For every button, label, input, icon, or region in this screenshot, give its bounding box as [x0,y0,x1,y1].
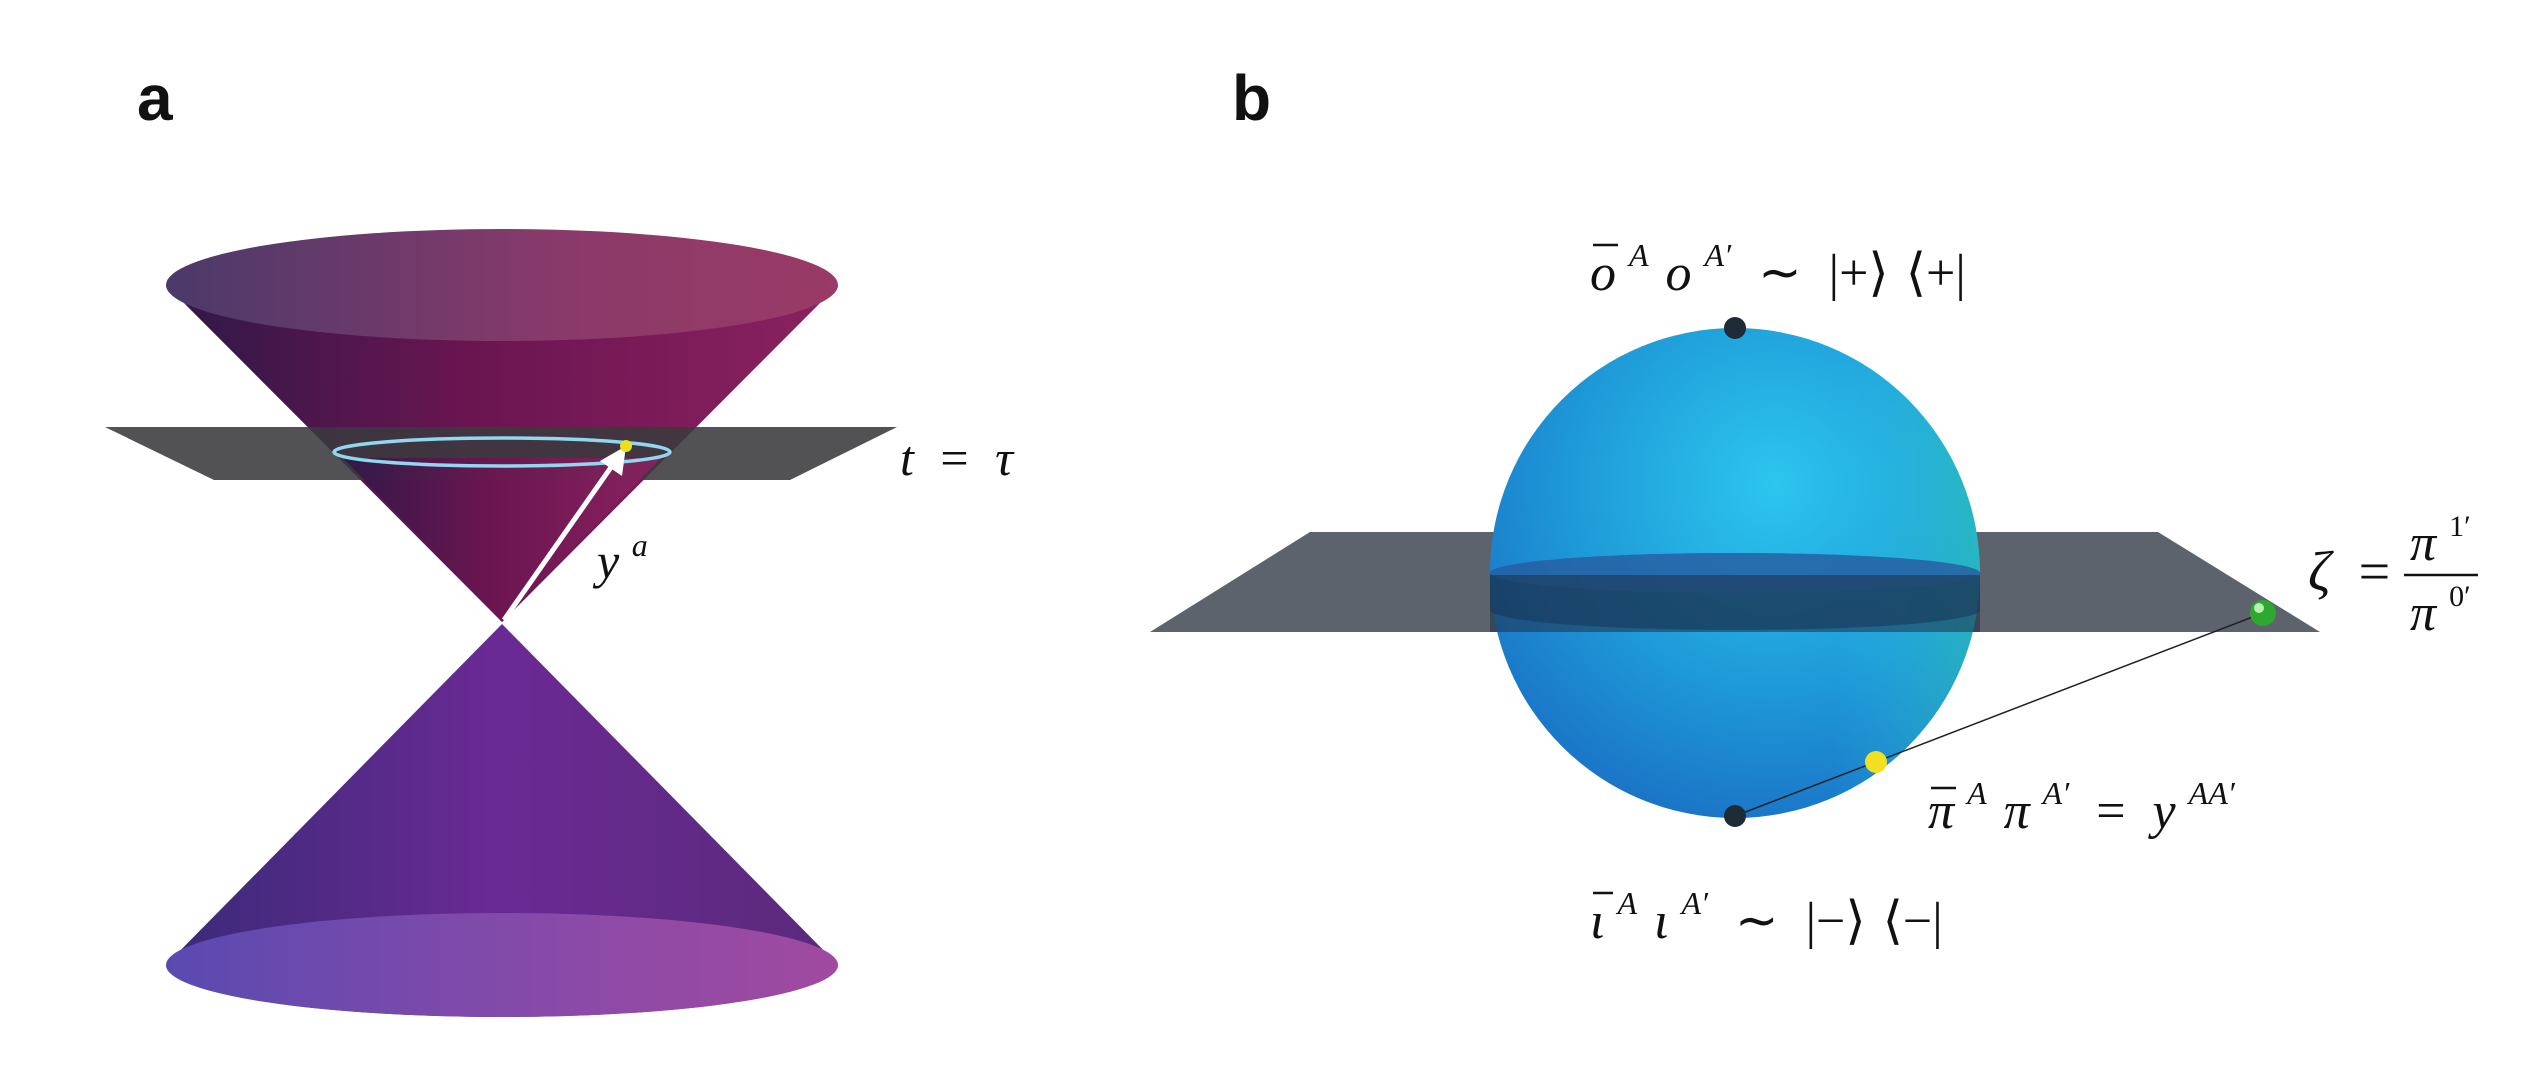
svg-text:ι A ι: ι A ι A′ ∼ |−⟩ ⟨−| [1590,869,1943,950]
intersection-circle [332,436,672,468]
vector-label: y a [592,527,648,589]
south-pole-label: ι A ι A′ ∼ |−⟩ ⟨−| [1590,869,1943,950]
svg-text:π 1′: π 1′ [2410,510,2471,572]
equatorial-plane-front [1490,575,1980,632]
vector-arrow [501,461,617,622]
state-point-label: π A π A′ = y AA′ [1928,759,2236,840]
upper-cone-top [166,229,838,341]
plane-label-tau: τ [995,430,1015,486]
panel-label-a: a [137,62,173,134]
cone-section-below-plane [343,458,661,622]
vector-arrowhead [600,446,626,476]
projected-point [2250,600,2276,626]
north-pole-point [1724,317,1746,339]
vector-label-sup: a [632,527,648,563]
plane-label-eq: = [940,430,968,486]
south-pole-point [1724,805,1746,827]
projected-point-shine [2254,603,2264,613]
state-point [1865,751,1887,773]
zeta-label: ζ = π 1′ π 0′ [2308,510,2478,642]
plane-label: t = τ [900,430,1015,486]
projection-line [1734,612,2264,817]
lower-cone-base [166,913,838,1017]
svg-text:π A π: π A π A′ = y AA′ [1928,759,2236,840]
event-point [620,440,632,452]
light-cone-diagram: t = τ y a [105,229,1015,1017]
panel-label-b: b [1232,62,1272,134]
north-pole-label: o A o A′ ∼ |+⟩ ⟨+| [1590,221,1966,302]
svg-text:π 0′: π 0′ [2410,580,2471,642]
svg-text:o A o: o A o A′ ∼ |+⟩ ⟨+| [1590,221,1966,302]
plane-label-t: t [900,430,915,486]
time-slice-plane [105,427,897,480]
vector-label-y: y [592,533,620,589]
riemann-sphere-diagram: o A o A′ ∼ |+⟩ ⟨+| ι A ι A′ ∼ |−⟩ ⟨−| [1150,221,2478,950]
svg-text:ζ =: ζ = [2308,541,2390,603]
lower-cone [166,624,838,1017]
